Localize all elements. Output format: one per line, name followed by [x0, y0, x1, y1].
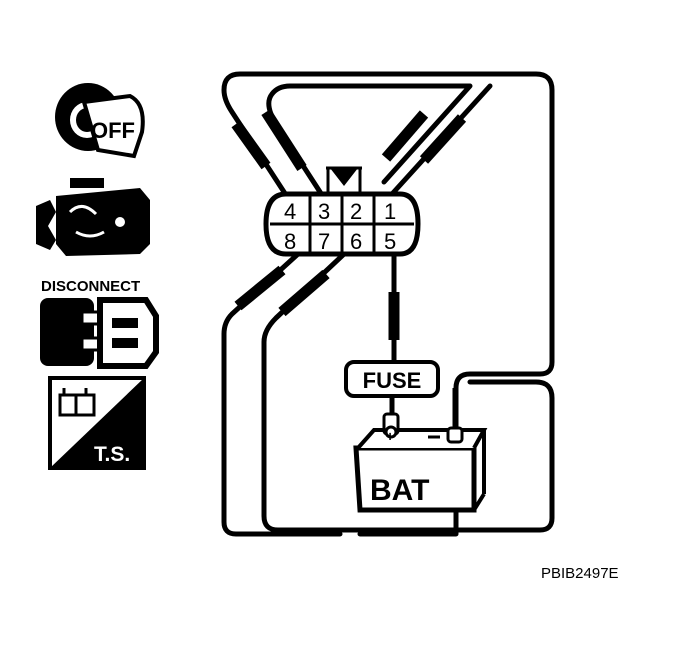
connector-lock-tab — [330, 168, 358, 186]
ignition-off-icon: OFF — [55, 83, 145, 159]
connector-pin: 5 — [384, 229, 396, 254]
connector-pin: 7 — [318, 229, 330, 254]
disconnect-connector-icon — [40, 297, 159, 369]
wire-segment-pin8 — [234, 265, 286, 311]
figure-code: PBIB2497E — [541, 565, 619, 582]
connector-pin: 8 — [284, 229, 296, 254]
connector-pin: 1 — [384, 199, 396, 224]
wire-segment-pin3 — [261, 109, 307, 171]
wire-segment-pin1 — [419, 114, 467, 164]
engine-icon — [36, 178, 150, 256]
connector-pin: 3 — [318, 199, 330, 224]
fuse-label: FUSE — [363, 368, 422, 393]
battery-plus-mark: + — [386, 428, 394, 444]
troubleshooting-ts-icon: T.S. — [48, 376, 146, 470]
wire-segment-pin4 — [231, 120, 271, 170]
connector: 4 3 2 1 8 7 6 5 — [263, 166, 421, 257]
fuse: FUSE — [344, 360, 440, 398]
outer-harness-wire — [221, 71, 555, 537]
connector-pin: 2 — [350, 199, 362, 224]
connector-pin: 6 — [350, 229, 362, 254]
connector-pin: 4 — [284, 199, 296, 224]
ts-label: T.S. — [94, 443, 130, 466]
wire-segment-pin7 — [278, 269, 330, 317]
battery-label: BAT — [370, 474, 429, 507]
pin7-wire — [261, 251, 555, 533]
ignition-off-text: OFF — [91, 118, 135, 143]
battery: + BAT — [353, 412, 488, 513]
disconnect-label: DISCONNECT — [41, 278, 140, 295]
wire-segment-pin2 — [381, 110, 429, 162]
